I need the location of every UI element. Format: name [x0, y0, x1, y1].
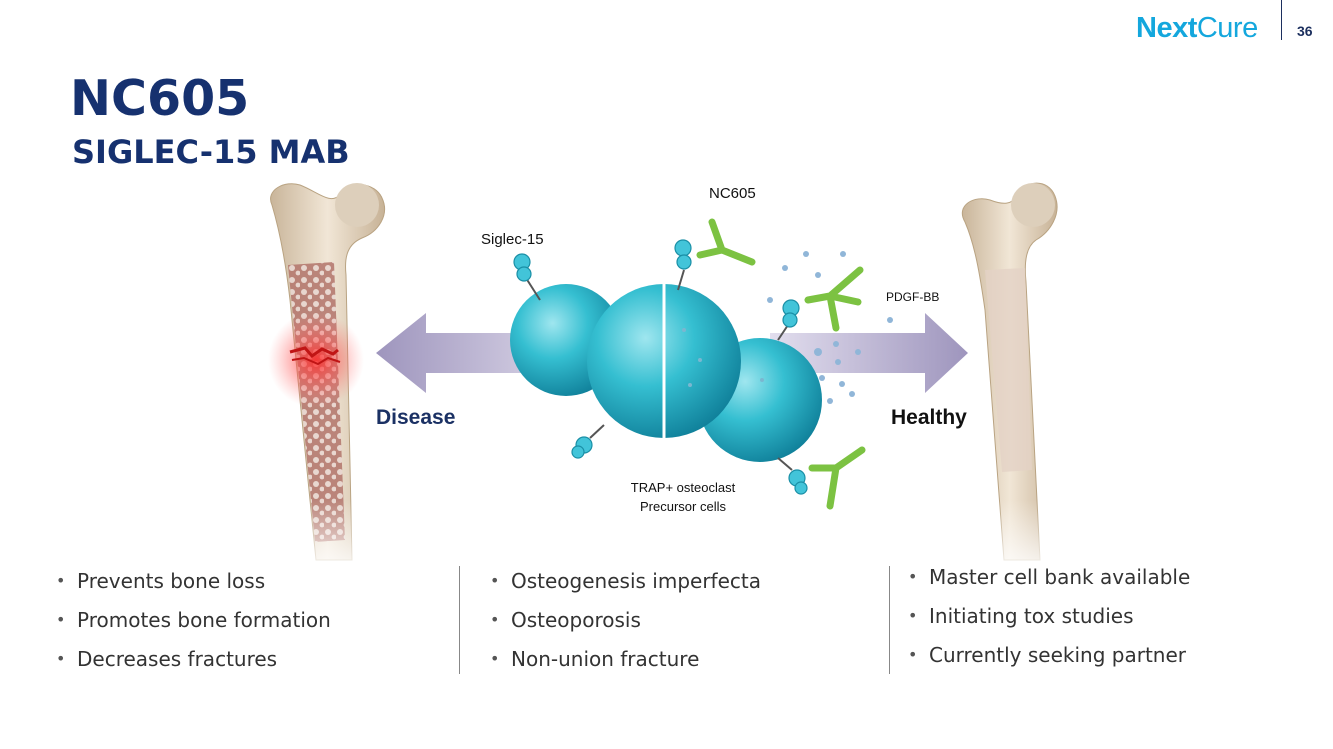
precursor-cells-label-line1: TRAP+ osteoclast: [630, 480, 736, 495]
list-item: Osteoporosis: [490, 608, 761, 647]
nc605-label: NC605: [709, 185, 756, 202]
healthy-bone: [962, 182, 1075, 580]
pdgf-bb-label: PDGF-BB: [886, 290, 940, 304]
list-item: Currently seeking partner: [908, 643, 1190, 682]
precursor-cells-label: TRAP+ osteoclast Precursor cells: [600, 478, 766, 516]
list-item: Promotes bone formation: [56, 608, 331, 647]
list-item: Osteogenesis imperfecta: [490, 569, 761, 608]
slide-subtitle: SIGLEC-15 MAB: [72, 133, 350, 171]
benefits-list: Prevents bone loss Promotes bone formati…: [56, 569, 331, 686]
status-list: Master cell bank available Initiating to…: [908, 565, 1190, 682]
header-divider: [1281, 0, 1282, 40]
diseased-bone: [268, 183, 385, 580]
nc605-antibodies: [696, 218, 866, 510]
siglec-15-receptors: [513, 239, 808, 495]
list-item: Prevents bone loss: [56, 569, 331, 608]
logo-text-cure: Cure: [1196, 12, 1258, 44]
precursor-cells-label-line2: Precursor cells: [640, 499, 726, 514]
indications-list: Osteogenesis imperfecta Osteoporosis Non…: [490, 569, 761, 686]
healthy-arrow: [770, 313, 968, 393]
list-item: Initiating tox studies: [908, 604, 1190, 643]
siglec-15-label: Siglec-15: [481, 231, 544, 248]
nextcure-logo: NextCure: [1136, 12, 1258, 45]
osteoclast-precursor-cells: [510, 188, 822, 462]
slide-title: NC605: [70, 70, 250, 127]
page-number: 36: [1297, 23, 1313, 39]
column-divider: [459, 566, 460, 674]
healthy-label: Healthy: [891, 406, 967, 429]
logo-text-next: Next: [1136, 12, 1197, 44]
pdgf-bb-particles: [767, 251, 893, 404]
list-item: Decreases fractures: [56, 647, 331, 686]
disease-label: Disease: [376, 406, 456, 429]
list-item: Master cell bank available: [908, 565, 1190, 604]
column-divider: [889, 566, 890, 674]
list-item: Non-union fracture: [490, 647, 761, 686]
